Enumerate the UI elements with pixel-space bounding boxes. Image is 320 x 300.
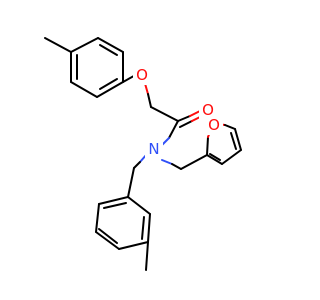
bond xyxy=(96,81,124,98)
bond xyxy=(209,153,221,161)
bond xyxy=(177,115,191,122)
bond xyxy=(179,120,193,128)
bond xyxy=(127,196,151,215)
bond xyxy=(99,78,118,90)
atom-label-ether-oxygen: O xyxy=(133,66,151,85)
top-tolyl-ring xyxy=(44,37,124,98)
oxygen-label: O xyxy=(202,101,214,119)
bond xyxy=(234,128,242,151)
atom-label-furan-oxygen: O xyxy=(205,116,223,135)
bond xyxy=(98,196,129,205)
bond xyxy=(206,136,209,156)
bond xyxy=(161,137,170,146)
nitrogen-label: N xyxy=(148,140,159,158)
atom-label-carbonyl-oxygen: O xyxy=(199,101,217,120)
bond xyxy=(221,149,242,165)
bond xyxy=(99,44,118,56)
bond xyxy=(95,231,120,250)
bond xyxy=(97,37,124,53)
bond xyxy=(206,154,223,165)
bond xyxy=(230,132,237,150)
bond xyxy=(70,81,98,98)
bond xyxy=(147,93,152,108)
bond xyxy=(224,124,236,130)
bond xyxy=(168,120,179,139)
bond xyxy=(98,228,118,244)
bond xyxy=(161,159,173,165)
bond xyxy=(103,202,127,209)
bond xyxy=(145,241,149,271)
bond xyxy=(141,216,145,240)
bond xyxy=(118,241,149,250)
molecule-structure: O O O N xyxy=(44,37,242,271)
bond xyxy=(180,154,208,170)
bond xyxy=(150,106,179,122)
furan-ring xyxy=(206,123,242,165)
bottom-tolyl-ring xyxy=(95,196,151,271)
atom-label-amide-nitrogen: N xyxy=(145,140,163,159)
bond xyxy=(147,213,151,243)
bond xyxy=(70,37,99,53)
oxygen-label: O xyxy=(208,116,220,134)
bond xyxy=(171,163,182,170)
oxygen-label: O xyxy=(136,66,148,84)
bond xyxy=(95,203,100,233)
bond xyxy=(127,167,135,198)
bond xyxy=(133,161,141,169)
bond xyxy=(44,37,72,53)
